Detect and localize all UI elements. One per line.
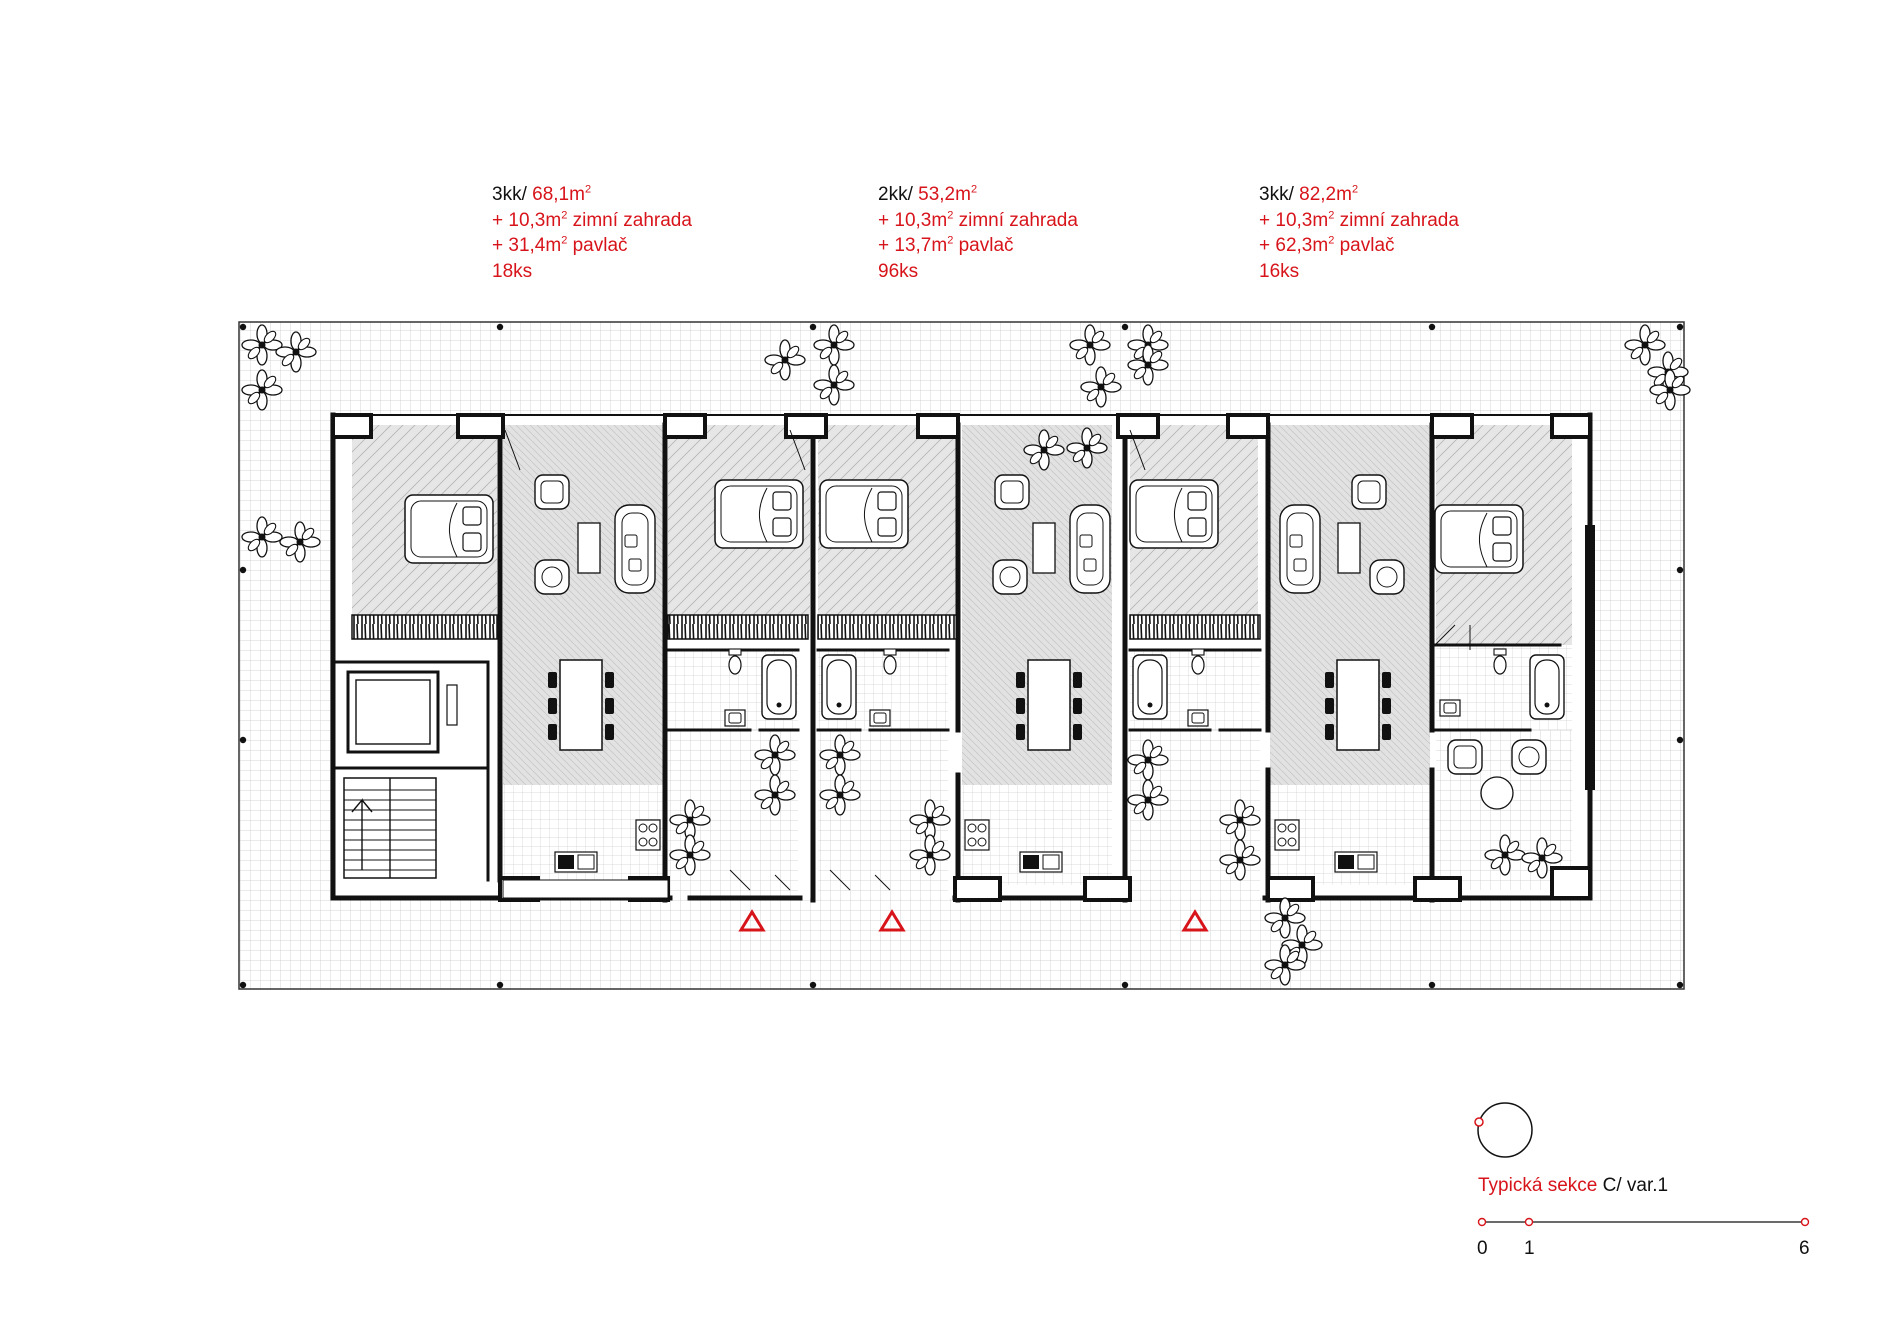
sink-icon: [724, 709, 746, 727]
unit-garden: + 10,3m2 zimní zahrada: [878, 209, 1078, 231]
door-swings: [504, 429, 1471, 891]
unit-gallery: + 13,7m2 pavlač: [878, 234, 1014, 256]
sofa-icon: [614, 504, 656, 594]
bed-icon: [819, 479, 909, 549]
north-arrow-icon: [1474, 1102, 1533, 1158]
furniture: [404, 474, 1565, 899]
bed-icon: [1434, 504, 1524, 574]
unit-info-3: 3kk/ 82,2m2 + 10,3m2 zimní zahrada + 62,…: [1259, 182, 1459, 284]
toilet-icon: [1191, 648, 1205, 675]
armchair-icon: [1447, 739, 1483, 775]
entrance-triangle-icon: [1181, 909, 1209, 932]
unit-info-2: 2kk/ 53,2m2 + 10,3m2 zimní zahrada + 13,…: [878, 182, 1078, 284]
drawing-title-black: C/ var.1: [1602, 1175, 1669, 1196]
bathtub-icon: [1132, 654, 1168, 720]
toilet-icon: [883, 648, 897, 675]
bed-icon: [714, 479, 804, 549]
sink-icon: [1187, 709, 1209, 727]
unit-gallery: + 31,4m2 pavlač: [492, 234, 628, 256]
armchair-icon: [994, 474, 1030, 510]
scale-label-6: 6: [1799, 1238, 1810, 1259]
bathtub-icon: [761, 654, 797, 720]
bathtub-icon: [1529, 654, 1565, 720]
sofa-icon: [1279, 504, 1321, 594]
sofa-icon: [1069, 504, 1111, 594]
armchair-icon: [1351, 474, 1387, 510]
sink-icon: [869, 709, 891, 727]
scale-label-1: 1: [1524, 1238, 1535, 1259]
unit-info-1: 3kk/ 68,1m2 + 10,3m2 zimní zahrada + 31,…: [492, 182, 692, 284]
drawing-title-red: Typická sekce: [1478, 1175, 1598, 1196]
bathtub-icon: [821, 654, 857, 720]
kitchen-sink-icon: [554, 851, 598, 873]
stove-icon: [635, 819, 661, 851]
unit-count: 96ks: [878, 260, 919, 282]
unit-area: 82,2m2: [1299, 183, 1359, 205]
unit-type: 3kk/: [1259, 184, 1294, 205]
kitchen-sink-icon: [1334, 851, 1378, 873]
unit-garden: + 10,3m2 zimní zahrada: [1259, 209, 1459, 231]
bed-icon: [1129, 479, 1219, 549]
unit-count: 18ks: [492, 260, 533, 282]
stove-icon: [1274, 819, 1300, 851]
unit-gallery: + 62,3m2 pavlač: [1259, 234, 1395, 256]
unit-count: 16ks: [1259, 260, 1300, 282]
wardrobes: [351, 614, 1261, 640]
sink-icon: [1439, 699, 1461, 717]
unit-area: 53,2m2: [918, 183, 978, 205]
scale-label-0: 0: [1477, 1238, 1488, 1259]
stove-icon: [964, 819, 990, 851]
toilet-icon: [728, 648, 742, 675]
staircase: [343, 777, 437, 879]
bed-icon: [404, 494, 494, 564]
pouf-icon: [1511, 739, 1547, 775]
pouf-icon: [992, 559, 1028, 595]
pouf-icon: [1369, 559, 1405, 595]
pouf-icon: [534, 559, 570, 595]
unit-type: 3kk/: [492, 184, 527, 205]
kitchen-sink-icon: [1019, 851, 1063, 873]
toilet-icon: [1493, 648, 1507, 675]
armchair-icon: [534, 474, 570, 510]
scale-bar: [1477, 1217, 1810, 1227]
unit-garden: + 10,3m2 zimní zahrada: [492, 209, 692, 231]
unit-type: 2kk/: [878, 184, 913, 205]
entrance-markers: [738, 909, 1209, 932]
entrance-triangle-icon: [738, 909, 766, 932]
drawing-title: Typická sekce C/ var.1: [1478, 1175, 1668, 1197]
entrance-triangle-icon: [878, 909, 906, 932]
unit-area: 68,1m2: [532, 183, 592, 205]
elevator: [346, 670, 458, 754]
